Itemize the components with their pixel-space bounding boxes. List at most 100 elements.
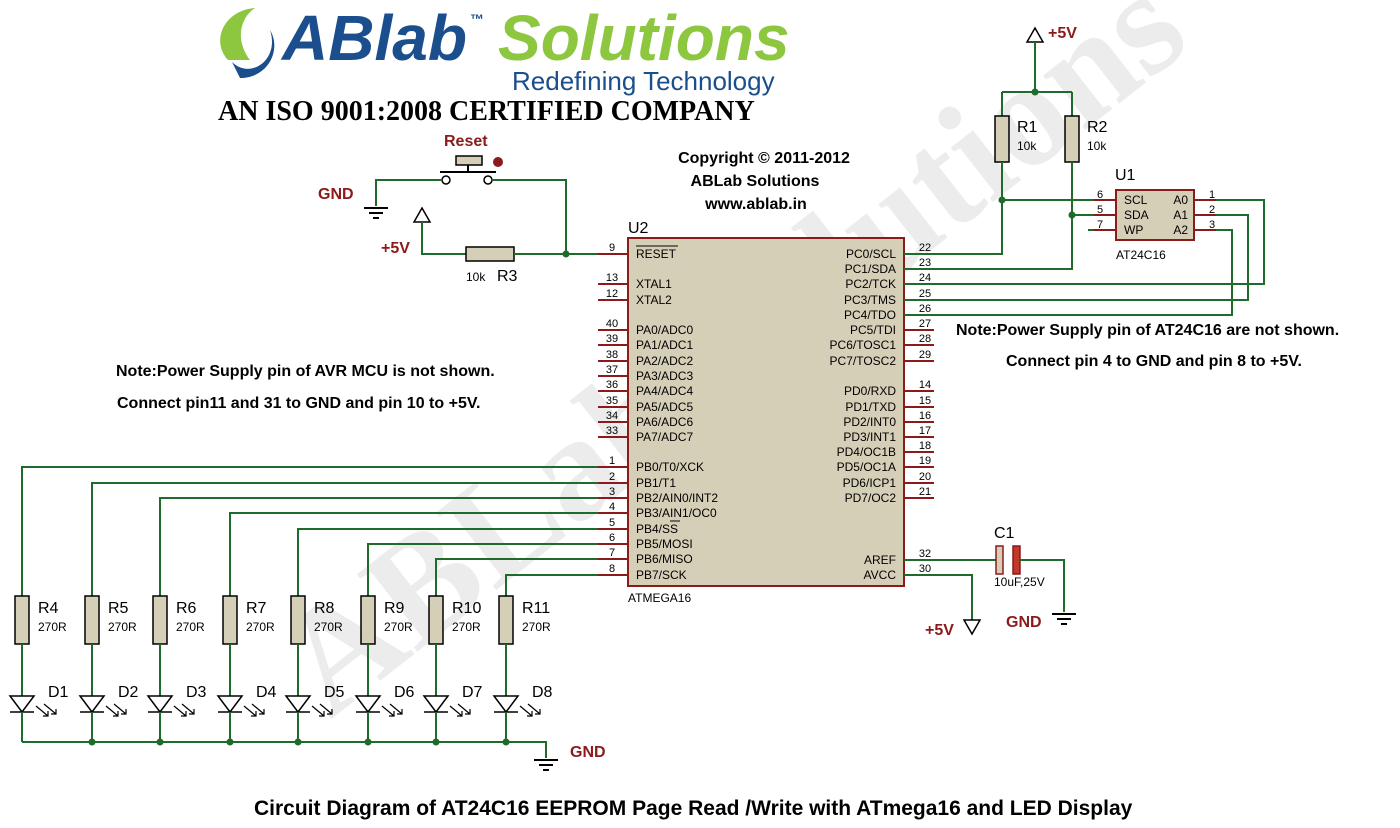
mcu-pin-name: AVCC — [864, 568, 897, 582]
led-resistor-body — [428, 595, 444, 645]
c1-value: 10uF,25V — [994, 575, 1045, 589]
reset-indicator-icon — [493, 157, 503, 167]
led-resistor-ref: R10 — [452, 600, 481, 617]
led-ref: D8 — [532, 684, 553, 701]
led-gnd-label: GND — [570, 744, 606, 761]
mcu-pin-name: PB0/T0/XCK — [636, 460, 704, 474]
led-diode-icon — [422, 695, 450, 714]
r1-ref: R1 — [1017, 119, 1038, 136]
company-logo: ABlab ™ Solutions Redefining Technology — [220, 2, 790, 96]
r1-value: 10k — [1017, 139, 1037, 153]
reset-vcc-label: +5V — [381, 240, 410, 257]
led-resistor-value: 270R — [314, 620, 343, 634]
led-drive-wire — [91, 482, 598, 596]
mcu-pin-number: 23 — [919, 257, 931, 269]
mcu-pin-name: XTAL2 — [636, 293, 672, 307]
led-resistor-value: 270R — [522, 620, 551, 634]
mcu-pin-name: PC3/TMS — [844, 293, 896, 307]
logo-tagline: Redefining Technology — [512, 66, 775, 96]
led-diode-icon — [492, 695, 520, 714]
led-ref: D6 — [394, 684, 415, 701]
mcu-pin-number: 24 — [919, 272, 931, 284]
led-bank: R4270RD1R5270RD2R6270RD3R7270RD4R8270RD5… — [8, 466, 598, 746]
mcu-pin-number: 39 — [606, 333, 618, 345]
led-resistor-body — [360, 595, 376, 645]
mcu-pin-number: 21 — [919, 486, 931, 498]
mcu-pin-number: 32 — [919, 548, 931, 560]
led-gnd-bus: GND — [22, 741, 606, 771]
r3-ref: R3 — [497, 268, 518, 285]
mcu-pin-number: 3 — [609, 486, 615, 498]
r2-ref: R2 — [1087, 119, 1108, 136]
eeprom-power-note: Note:Power Supply pin of AT24C16 are not… — [956, 322, 1339, 339]
mcu-pin-number: 5 — [609, 517, 615, 529]
mcu-pin-name: PC0/SCL — [846, 247, 896, 261]
led-light-arrows-icon — [519, 703, 541, 717]
mcu-pin-number: 37 — [606, 364, 618, 376]
eeprom-pin-number: 3 — [1209, 219, 1215, 231]
mcu-pin-number: 17 — [919, 425, 931, 437]
r3-value: 10k — [466, 270, 486, 284]
mcu-power-note-2: Connect pin11 and 31 to GND and pin 10 t… — [117, 395, 480, 412]
led-resistor-value: 270R — [452, 620, 481, 634]
led-light-arrows-icon — [105, 703, 127, 717]
mcu-pin-name: PD7/OC2 — [845, 491, 897, 505]
eeprom-pin-number: 5 — [1097, 204, 1103, 216]
r2-value: 10k — [1087, 139, 1107, 153]
logo-swirl-icon — [220, 8, 275, 78]
eeprom-pin-number: 1 — [1209, 189, 1215, 201]
led-resistor-value: 270R — [38, 620, 67, 634]
mcu-pin-number: 38 — [606, 349, 618, 361]
mcu-pin-number: 16 — [919, 410, 931, 422]
led-resistor-body — [84, 595, 100, 645]
led-diode-icon — [284, 695, 312, 714]
led-resistor-value: 270R — [246, 620, 275, 634]
ground-icon — [1052, 613, 1076, 625]
resistor-r2 — [1064, 115, 1080, 163]
mcu-pin-number: 14 — [919, 379, 931, 391]
vcc-arrow-icon — [962, 619, 982, 636]
mcu-pin-name: PD4/OC1B — [837, 445, 896, 459]
led-drive-wire — [297, 528, 598, 596]
eeprom-body — [1115, 189, 1195, 241]
led-resistor-ref: R7 — [246, 600, 267, 617]
mcu-pin-number: 1 — [609, 455, 615, 467]
avcc-vcc-label: +5V — [925, 622, 954, 639]
mcu-pin-number: 25 — [919, 288, 931, 300]
led-ref: D4 — [256, 684, 277, 701]
mcu-pin-name: PA1/ADC1 — [636, 338, 693, 352]
mcu-pin-number: 29 — [919, 349, 931, 361]
led-ref: D5 — [324, 684, 345, 701]
copyright-line3: www.ablab.in — [704, 196, 807, 213]
eeprom-ref: U1 — [1115, 167, 1136, 184]
mcu-pin-name: PA3/ADC3 — [636, 369, 693, 383]
mcu-pin-number: 6 — [609, 532, 615, 544]
logo-brand-left: ABlab — [280, 2, 467, 74]
led-diode-icon — [8, 695, 36, 714]
mcu-pin-name: PA0/ADC0 — [636, 323, 693, 337]
mcu-pin-number: 35 — [606, 395, 618, 407]
mcu-pin-name: PD1/TXD — [845, 400, 896, 414]
led-resistor-body — [498, 595, 514, 645]
mcu-pin-name: PD5/OC1A — [837, 460, 896, 474]
resistor-r1 — [994, 115, 1010, 163]
c1-ref: C1 — [994, 525, 1015, 542]
led-resistor-value: 270R — [384, 620, 413, 634]
mcu-pin-number: 8 — [609, 563, 615, 575]
logo-brand-right: Solutions — [498, 2, 790, 74]
mcu-pin-name: PA7/ADC7 — [636, 430, 693, 444]
led-resistor-ref: R4 — [38, 600, 59, 617]
diagram-caption: Circuit Diagram of AT24C16 EEPROM Page R… — [254, 797, 1133, 820]
copyright-line2: ABLab Solutions — [691, 173, 820, 190]
mcu-pin-number: 30 — [919, 563, 931, 575]
led-drive-wire — [229, 512, 598, 596]
mcu-pin-name: PC6/TOSC1 — [830, 338, 897, 352]
led-diode-icon — [78, 695, 106, 714]
aref-avcc-circuit: C1 10uF,25V GND +5V — [904, 525, 1076, 639]
led-light-arrows-icon — [449, 703, 471, 717]
mcu-pin-name: PB6/MISO — [636, 552, 693, 566]
mcu-pin-name: PB5/MOSI — [636, 537, 693, 551]
mcu-pin-number: 34 — [606, 410, 618, 422]
reset-gnd-label: GND — [318, 186, 354, 203]
eeprom-pin-name: A1 — [1173, 208, 1188, 222]
